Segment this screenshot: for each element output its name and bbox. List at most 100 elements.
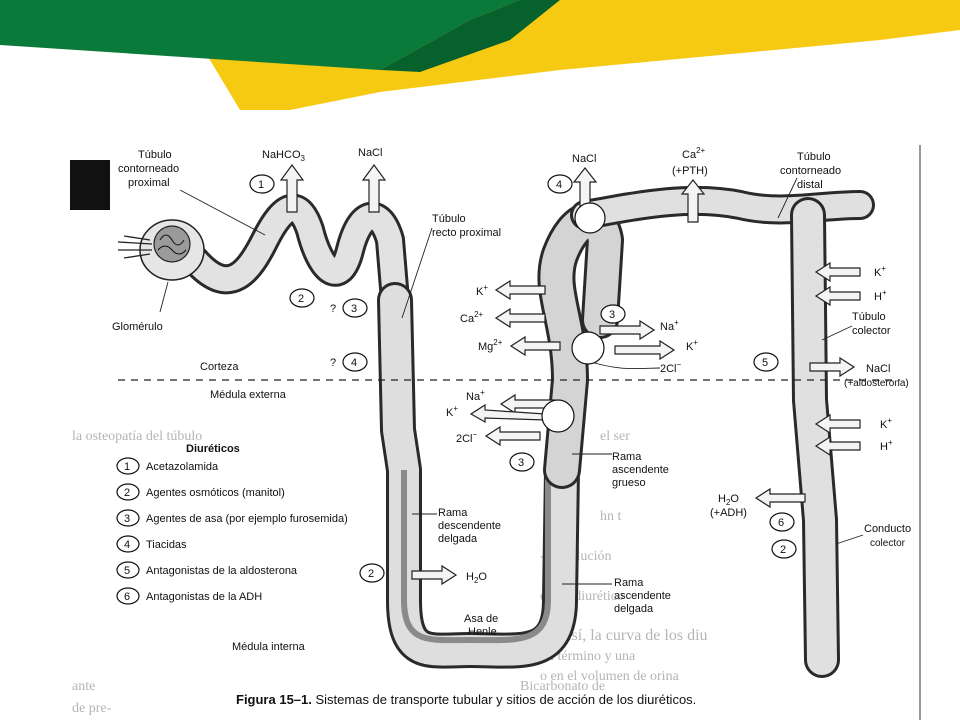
transport-arrows [279,163,861,586]
label-h-cd: H+ [874,288,887,303]
label-k2: K+ [686,338,698,353]
label-collecting-2: colector [852,325,891,337]
site-5-collecting: 5 [753,352,779,372]
label-inner-medulla: Médula interna [232,641,306,653]
leader-lines [159,177,864,585]
site-4-distal: 4 [547,174,573,194]
svg-text:3: 3 [351,303,357,315]
label-adh: (+ADH) [710,507,747,519]
ca-arrow-2 [494,307,546,329]
svg-text:el ser: el ser [600,429,630,444]
site-4-cortex: 4 [342,352,368,372]
label-q2: ? [330,357,336,369]
lead-glomerulus [159,281,169,313]
label-ca: Ca2+ [682,146,706,161]
label-thin-asc-2: ascendente [614,590,671,602]
label-thin-desc-3: delgada [438,533,478,545]
svg-text:Agentes de asa (por ejemplo fu: Agentes de asa (por ejemplo furosemida) [146,513,348,525]
label-cortex: Corteza [200,361,239,373]
nkcc-transporter-upper [571,331,605,365]
label-k-cd-2: K+ [880,416,892,431]
lead-collecting-tubule [821,325,853,341]
label-duct-2: colector [870,538,906,549]
label-glomerulus: Glomérulo [112,321,163,333]
diagram-labels: Túbulo contorneado proximal NaHCO3 NaCl … [112,146,911,653]
k-arrow-2 [614,339,676,361]
site-3-proximal: 3 [342,298,368,318]
label-henle-1: Asa de [464,613,498,625]
site-3-loop-upper: 3 [600,304,626,324]
svg-text:Antagonistas de la aldosterona: Antagonistas de la aldosterona [146,565,298,577]
k-arrow-cd [814,261,861,283]
label-k-cd: K+ [874,264,886,279]
site-2-proximal: 2 [289,288,315,308]
label-proximal-1: Túbulo [138,149,172,161]
label-thin-asc-1: Rama [614,577,644,589]
site-markers: 1 2 3 4 4 3 3 5 6 2 2 [249,174,797,583]
label-straight-2: recto proximal [432,227,501,239]
label-nacl-aldo-1: NaCl [866,363,890,375]
lead-proximal [179,189,266,236]
label-distal-1: Túbulo [797,151,831,163]
legend-item-3: 3 Agentes de asa (por ejemplo furosemida) [116,509,348,527]
label-thick-asc-2: ascendente [612,464,669,476]
label-duct-1: Conducto [864,523,911,535]
label-h-cd-2: H+ [880,438,893,453]
proximal-convoluted-tubule-lumen [183,196,407,312]
site-2-collecting: 2 [771,539,797,559]
site-3-loop-lower: 3 [509,452,535,472]
glomerulus [117,219,205,281]
label-k1: K+ [476,283,488,298]
label-pth: (+PTH) [672,165,708,177]
nacl-transporter [574,202,606,234]
k-arrow-1 [494,279,546,301]
svg-text:2: 2 [298,293,304,305]
label-mg: Mg2+ [478,338,503,353]
svg-text:3: 3 [518,457,524,469]
label-thin-asc-3: delgada [614,603,654,615]
k-arrow-3 [469,403,546,424]
label-nacl-top: NaCl [358,147,382,159]
svg-text:5: 5 [762,357,768,369]
h2o-desc-arrow [411,564,458,586]
ca-arrow [680,179,706,223]
svg-text:ante: ante [72,679,95,694]
label-thick-asc-3: grueso [612,477,646,489]
k-arrow-cd-2 [814,413,861,435]
collecting-duct-lumen [793,200,837,675]
label-q1: ? [330,303,336,315]
svg-text:4: 4 [124,539,130,551]
svg-text:4: 4 [351,357,357,369]
label-proximal-3: proximal [128,177,170,189]
h2o-adh-arrow [754,487,806,509]
svg-text:Acetazolamida: Acetazolamida [146,461,219,473]
svg-text:3: 3 [609,309,615,321]
lead-distal [777,177,798,219]
thin-limb-core [401,470,551,644]
svg-text:5: 5 [124,565,130,577]
label-cl1: 2Cl− [660,360,682,375]
label-proximal-2: contorneado [118,163,179,175]
svg-text:1: 1 [258,179,264,191]
label-collecting-1: Túbulo [852,311,886,323]
label-nacl-aldo-2: (+aldosterona) [844,378,909,389]
label-k3: K+ [446,404,458,419]
scan-blot [70,160,110,210]
capillary-tuft [153,225,191,263]
figure-caption: Figura 15–1. Sistemas de transporte tubu… [236,692,696,707]
svg-text:3: 3 [124,513,130,525]
nacl-proximal-arrow [361,163,387,213]
svg-text:hn t: hn t [600,509,622,524]
label-thin-desc-2: descendente [438,520,501,532]
label-henle-2: Henle [468,626,497,638]
label-thin-desc-1: Rama [438,507,468,519]
label-distal-3: distal [797,179,823,191]
nkcc-transporter-lower [541,399,575,433]
capillary-loops [157,234,187,255]
svg-text:2: 2 [124,487,130,499]
h-arrow-cd [814,285,861,307]
svg-text:6: 6 [124,591,130,603]
